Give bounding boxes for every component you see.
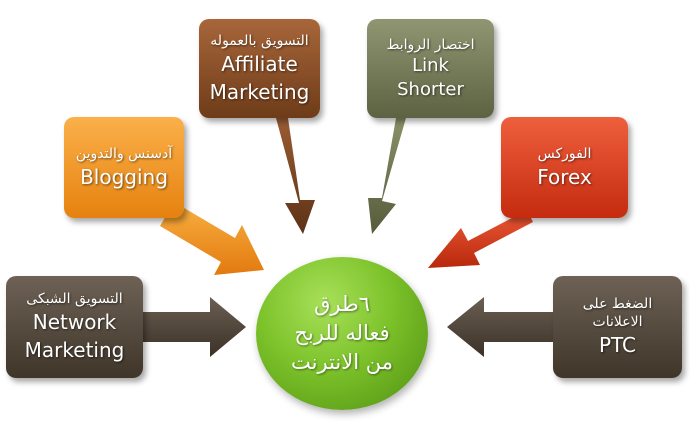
node-arabic-label: آدسنس والتدوين <box>75 145 173 162</box>
arrow-link <box>368 118 420 234</box>
node-english-label: Network <box>32 310 117 334</box>
node-arabic-label: اختصار الروابط <box>386 36 475 53</box>
node-arabic-label: التسويق بالعموله <box>210 32 309 49</box>
node-english-label: PTC <box>598 333 637 357</box>
node-arabic-label: الاعلانات <box>592 314 643 330</box>
center-title-line: من الانترنت <box>291 350 393 374</box>
node-english-label: Blogging <box>80 164 168 189</box>
center-circle: ٦طرق فعاله للربح من الانترنت <box>256 257 428 410</box>
node-english-label: Link <box>412 54 449 76</box>
arrow-blogging <box>160 202 264 275</box>
arrow-network <box>143 297 246 357</box>
node-forex: الفوركس Forex <box>501 117 628 218</box>
node-arabic-label: التسويق الشبكى <box>26 291 123 307</box>
node-network-marketing: التسويق الشبكى Network Marketing <box>6 276 143 378</box>
arrow-ptc <box>447 297 553 357</box>
center-title-line: ٦طرق <box>314 292 370 316</box>
node-arabic-label: الفوركس <box>537 145 592 162</box>
node-english-label: Marketing <box>209 79 310 104</box>
node-blogging: آدسنس والتدوين Blogging <box>64 117 184 218</box>
node-ptc: الضغط على الاعلانات PTC <box>553 276 682 378</box>
node-link-shorter: اختصار الروابط Link Shorter <box>367 19 494 118</box>
node-english-label: Marketing <box>24 338 125 362</box>
arrow-forex <box>428 210 533 268</box>
center-title-line: فعاله للربح <box>294 321 390 345</box>
node-affiliate-marketing: التسويق بالعموله Affiliate Marketing <box>199 19 320 118</box>
arrow-affiliate <box>262 118 315 234</box>
node-english-label: Shorter <box>397 78 464 100</box>
node-english-label: Forex <box>537 164 592 189</box>
node-arabic-label: الضغط على <box>582 296 653 312</box>
node-english-label: Affiliate <box>221 51 298 76</box>
